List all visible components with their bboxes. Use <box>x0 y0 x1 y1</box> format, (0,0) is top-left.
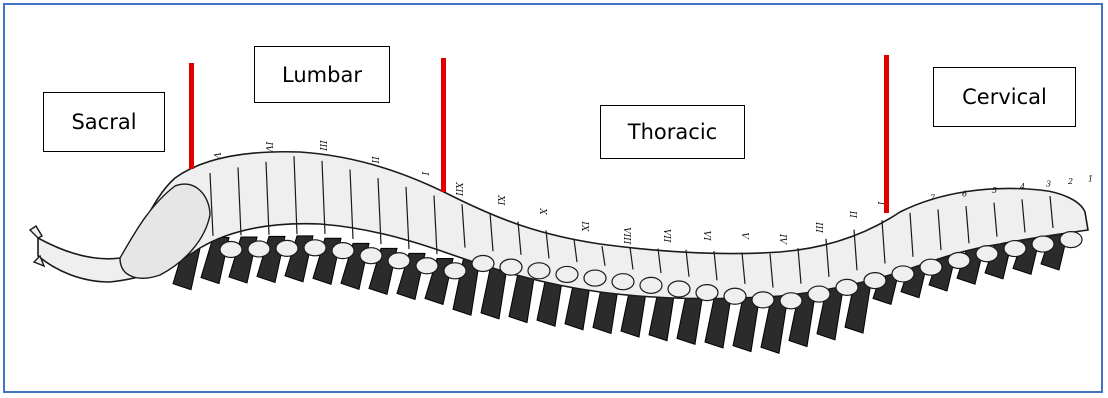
vertebra-numeral: II <box>369 155 379 164</box>
articular-process <box>920 259 942 275</box>
articular-process <box>360 248 382 264</box>
articular-process <box>696 285 718 301</box>
articular-process <box>304 240 326 256</box>
articular-process <box>472 256 494 272</box>
vertebra-numeral: 2 <box>1067 177 1073 186</box>
articular-process <box>1032 236 1054 252</box>
vertebra-numeral: IV <box>777 233 787 246</box>
articular-process <box>500 259 522 275</box>
articular-process <box>948 252 970 268</box>
vertebra-numeral: VII <box>661 229 671 243</box>
vertebra-numeral: III <box>317 139 327 151</box>
articular-process <box>752 292 774 308</box>
label-thoracic: Thoracic <box>600 105 745 159</box>
label-lumbar-text: Lumbar <box>282 63 362 87</box>
articular-process <box>864 273 886 289</box>
divider-thoracic-cervical <box>884 55 889 213</box>
articular-process <box>640 277 662 293</box>
articular-process <box>612 274 634 290</box>
articular-process <box>668 281 690 297</box>
articular-process <box>528 263 550 279</box>
articular-process <box>388 253 410 269</box>
vertebra-numeral: I <box>419 171 429 176</box>
label-cervical: Cervical <box>933 67 1076 127</box>
articular-process <box>248 241 270 257</box>
articular-process <box>976 246 998 262</box>
vertebra-numeral: III <box>813 221 823 233</box>
vertebra-numeral: 6 <box>962 190 967 199</box>
label-sacral-text: Sacral <box>71 110 136 134</box>
articular-process <box>1060 232 1082 248</box>
articular-process <box>1004 241 1026 257</box>
vertebra-numeral: XI <box>495 194 505 205</box>
label-lumbar: Lumbar <box>254 46 390 103</box>
vertebra-numeral: 1 <box>1088 174 1093 183</box>
vertebra-numeral: V <box>739 232 749 240</box>
label-sacral: Sacral <box>43 92 165 152</box>
vertebra-numeral: II <box>847 210 857 219</box>
vertebra-numeral: 5 <box>992 186 997 195</box>
divider-sacral-lumbar <box>189 63 194 169</box>
vertebra-numeral: 4 <box>1019 183 1025 192</box>
articular-process <box>836 279 858 295</box>
articular-process <box>780 293 802 309</box>
articular-process <box>444 263 466 279</box>
articular-process <box>276 240 298 256</box>
vertebra-numeral: VI <box>701 231 711 241</box>
articular-process <box>808 286 830 302</box>
articular-process <box>584 270 606 286</box>
articular-process <box>416 258 438 274</box>
vertebra-numeral: IX <box>579 220 589 232</box>
label-thoracic-text: Thoracic <box>628 120 717 144</box>
label-cervical-text: Cervical <box>962 85 1047 109</box>
vertebra-numeral: 3 <box>1046 179 1051 188</box>
articular-process <box>220 242 242 258</box>
vertebra-numeral: IV <box>263 141 273 154</box>
articular-process <box>892 266 914 282</box>
divider-lumbar-thoracic <box>441 58 446 192</box>
vertebra-numeral: VIII <box>621 227 631 245</box>
articular-process <box>332 243 354 259</box>
articular-process <box>556 266 578 282</box>
vertebra-numeral: X <box>537 207 547 215</box>
vertebra-numeral: XII <box>453 181 463 196</box>
articular-process <box>724 288 746 304</box>
